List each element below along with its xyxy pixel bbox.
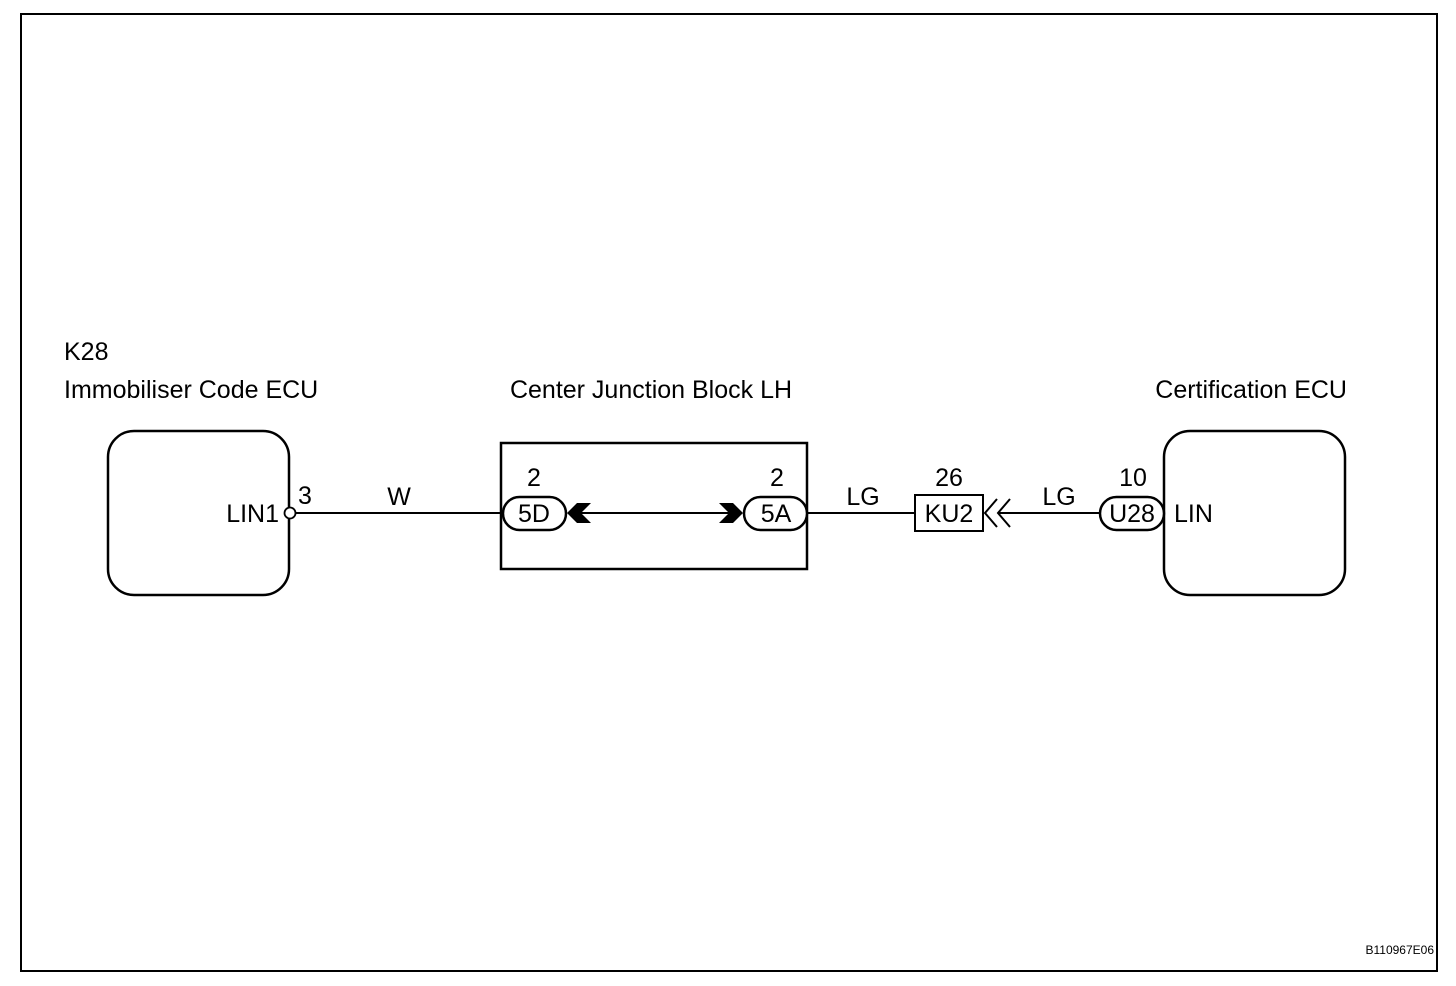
wire-lg-right-label: LG: [1042, 483, 1075, 511]
connector-5d: [501, 495, 568, 532]
connector-u28: [1098, 495, 1166, 532]
right-ecu-name: Certification ECU: [1155, 376, 1347, 404]
diagram-frame: [20, 13, 1438, 972]
connector-ku2: [914, 494, 984, 532]
left-ecu-pin-name: LIN1: [226, 500, 279, 528]
junction-left-pin: 2: [527, 464, 541, 492]
ku2-pin: 26: [935, 464, 963, 492]
wire-lg-middle-label: LG: [846, 483, 879, 511]
connector-ku2-label: KU2: [925, 500, 974, 528]
left-inline-connector-icon: [567, 503, 591, 523]
right-ecu-pin-name: LIN: [1174, 500, 1213, 528]
junction-block-name: Center Junction Block LH: [510, 376, 792, 404]
connector-u28-label: U28: [1109, 500, 1155, 528]
figure-id: B110967E06: [1365, 943, 1434, 957]
left-ecu-pin-number: 3: [298, 482, 312, 510]
left-ecu-code: K28: [64, 338, 108, 366]
connector-5d-label: 5D: [518, 500, 550, 528]
junction-right-pin: 2: [770, 464, 784, 492]
right-ecu-connector-pin: 10: [1119, 464, 1147, 492]
wire-w-label: W: [387, 483, 411, 511]
junction-block-box: [499, 441, 809, 571]
right-inline-connector-icon: [719, 503, 743, 523]
left-ecu-name: Immobiliser Code ECU: [64, 376, 318, 404]
connector-5a-label: 5A: [761, 500, 792, 528]
left-ecu-terminal: [283, 506, 297, 520]
